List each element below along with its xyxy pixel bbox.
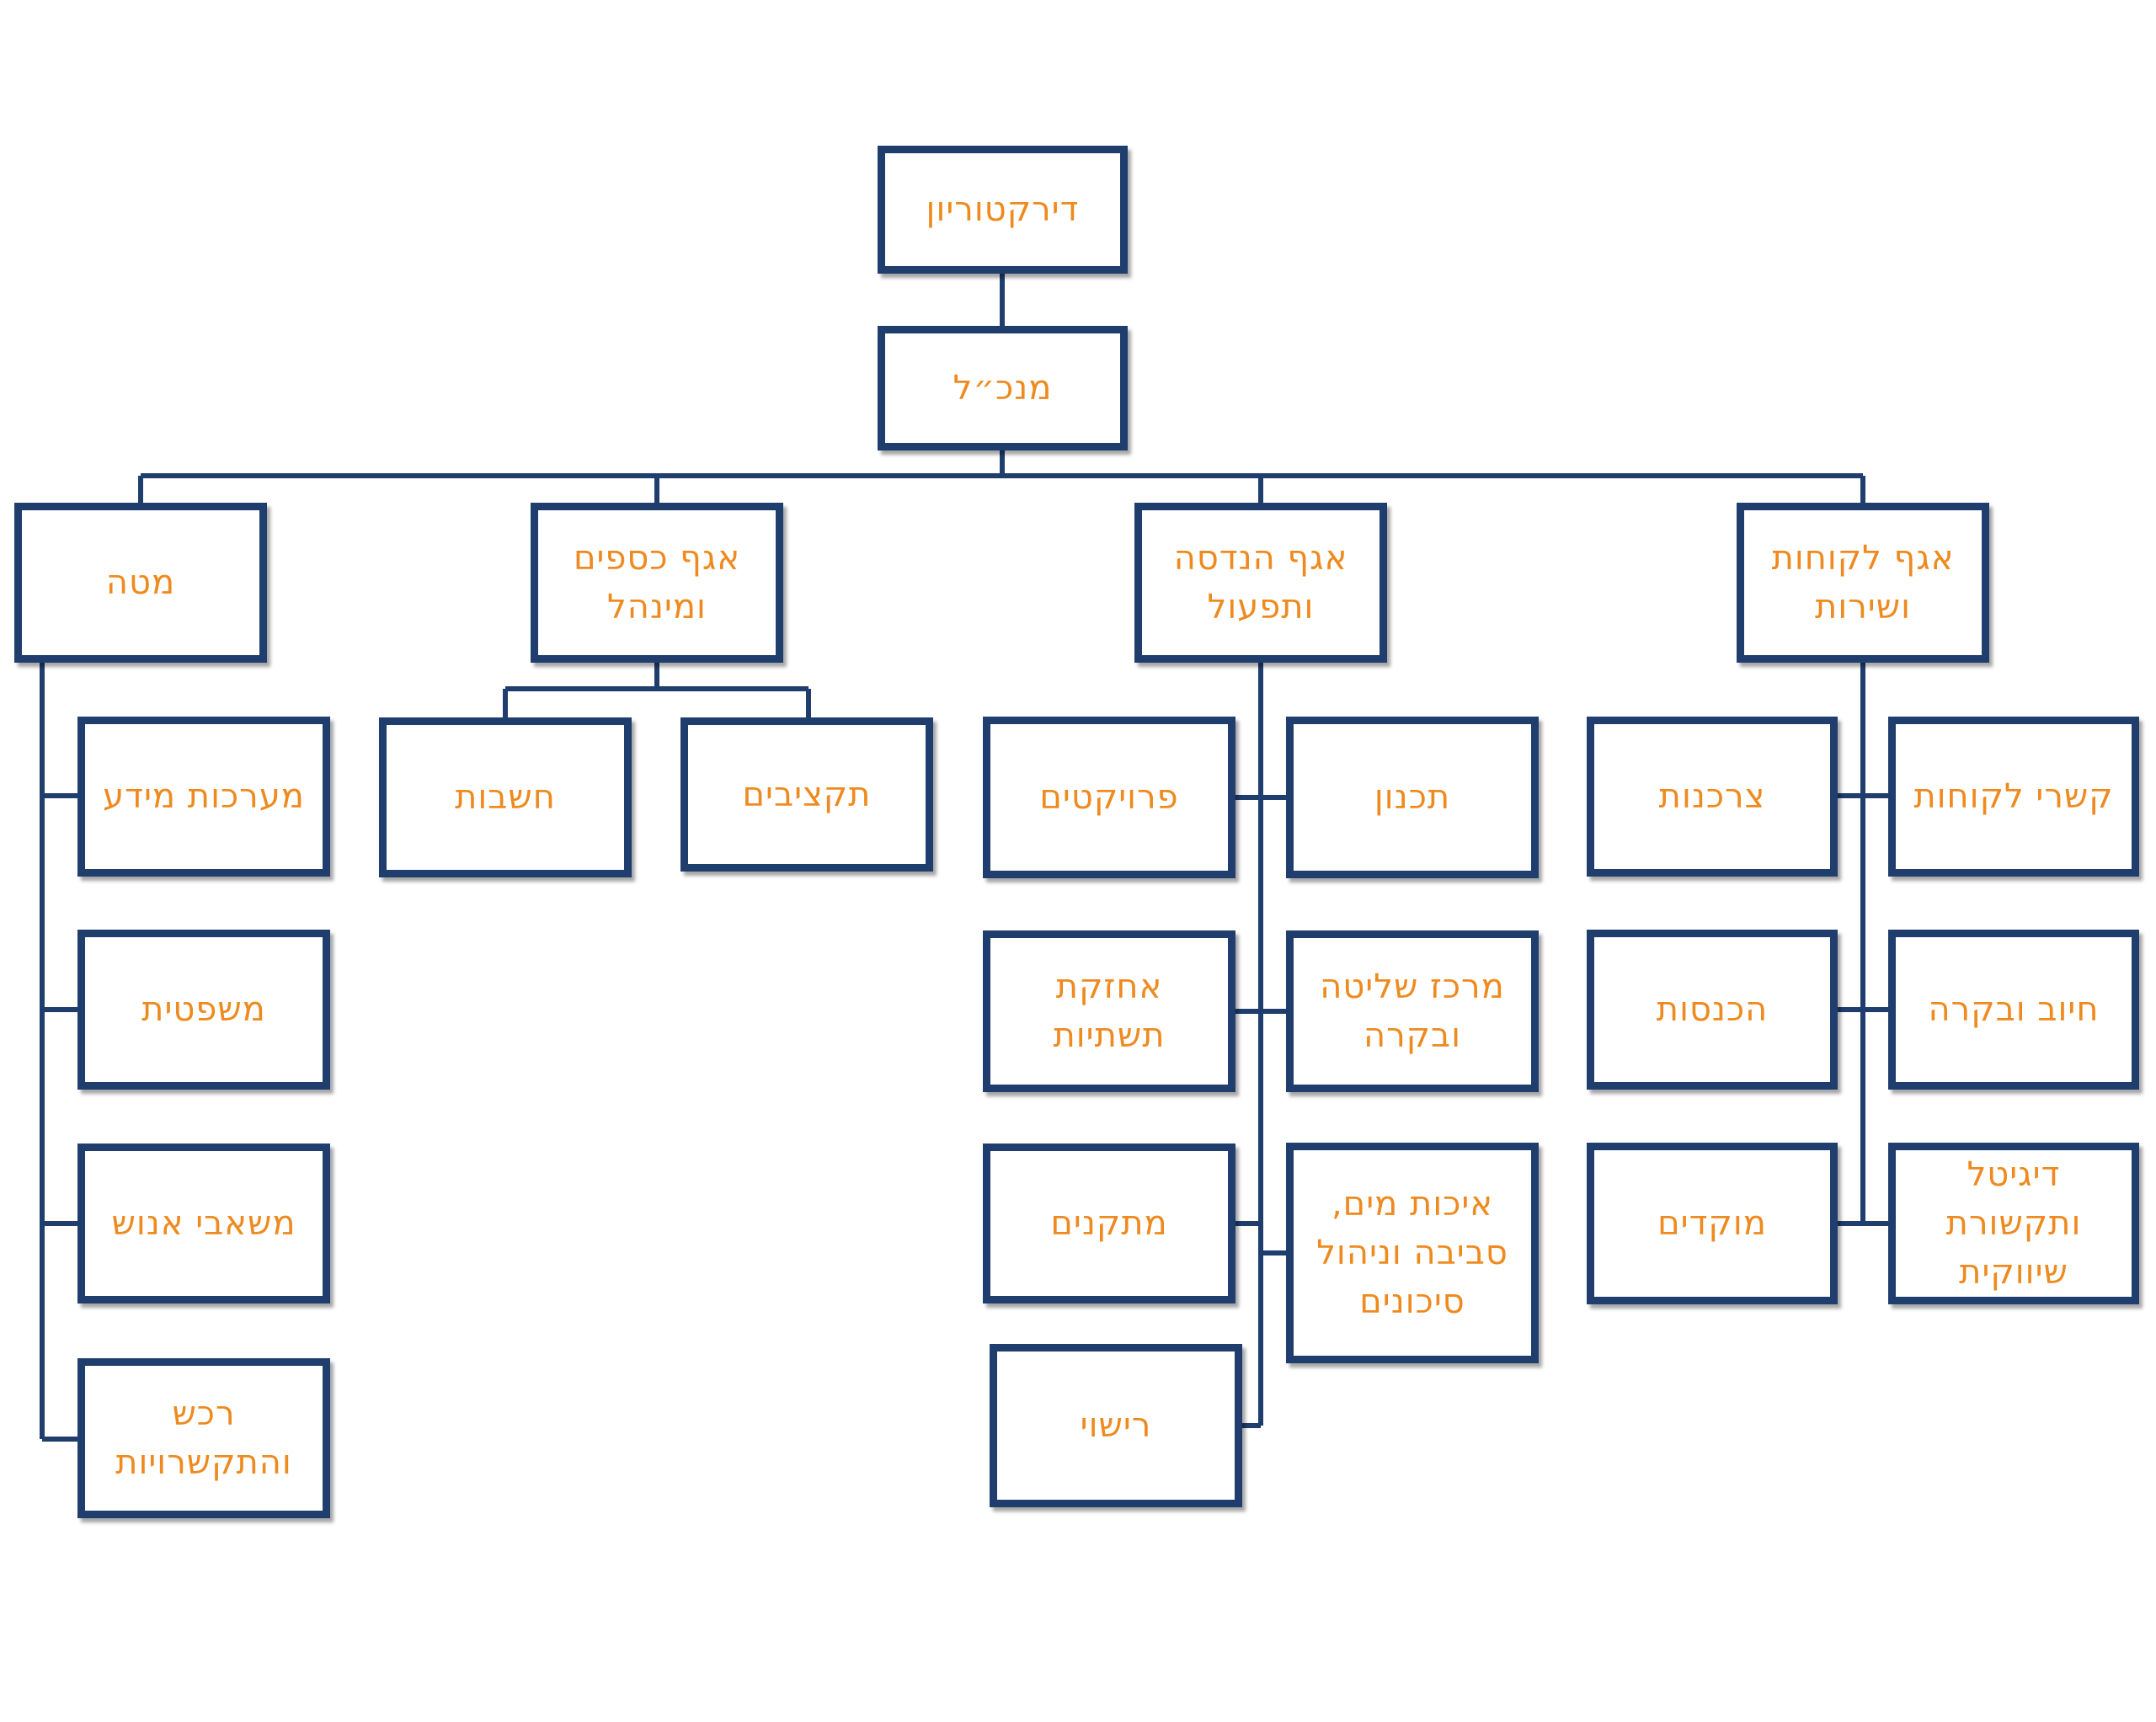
node-legal: משפטית [77, 930, 330, 1090]
node-facilities-label: מתקנים [1050, 1204, 1168, 1243]
node-licensing: רישוי [990, 1344, 1242, 1507]
node-accounting-label: חשבות [455, 778, 556, 817]
node-customers: אגף לקוחות ושירות [1737, 503, 1989, 663]
node-digital-label: דיגיטל ותקשורת שיווקית [1945, 1155, 2082, 1292]
node-staff: מטה [14, 503, 267, 663]
node-staff-label: מטה [105, 563, 176, 602]
node-maintenance-label: אחזקת תשתיות [1053, 968, 1166, 1055]
node-billing: חיוב ובקרה [1888, 930, 2139, 1090]
node-billing-label: חיוב ובקרה [1928, 990, 2100, 1029]
node-consumption: צרכנות [1587, 717, 1838, 877]
node-projects-label: פרויקטים [1039, 778, 1179, 817]
node-revenue: הכנסות [1587, 930, 1838, 1090]
node-it-label: מערכות מידע [103, 777, 305, 816]
node-projects: פרויקטים [983, 717, 1235, 878]
node-ceo-label: מנכ״ל [953, 369, 1053, 408]
node-finance-label: אגף כספים ומינהל [573, 539, 741, 626]
node-budgets-label: תקציבים [742, 775, 872, 814]
node-water-quality-label: איכות מים, סביבה וניהול סיכונים [1316, 1185, 1508, 1321]
node-accounting: חשבות [379, 717, 632, 877]
node-planning: תכנון [1286, 717, 1539, 878]
node-revenue-label: הכנסות [1656, 990, 1769, 1029]
node-hr-label: משאבי אנוש [111, 1204, 296, 1243]
node-finance: אגף כספים ומינהל [531, 503, 783, 663]
node-hr: משאבי אנוש [77, 1144, 330, 1303]
node-digital: דיגיטל ותקשורת שיווקית [1888, 1143, 2139, 1304]
node-procurement-label: רכש והתקשרויות [115, 1394, 292, 1482]
node-maintenance: אחזקת תשתיות [983, 930, 1235, 1092]
node-budgets: תקציבים [680, 717, 933, 872]
node-customer-relations: קשרי לקוחות [1888, 717, 2139, 877]
node-engineering-label: אגף הנדסה ותפעול [1173, 539, 1348, 626]
node-board: דירקטוריון [878, 146, 1128, 274]
node-control-center-label: מרכז שליטה ובקרה [1320, 968, 1505, 1055]
node-it: מערכות מידע [77, 717, 330, 877]
node-board-label: דירקטוריון [926, 190, 1080, 229]
node-water-quality: איכות מים, סביבה וניהול סיכונים [1286, 1143, 1539, 1363]
node-planning-label: תכנון [1374, 778, 1451, 817]
node-control-center: מרכז שליטה ובקרה [1286, 930, 1539, 1092]
node-customer-relations-label: קשרי לקוחות [1913, 777, 2114, 816]
node-ceo: מנכ״ל [878, 326, 1128, 450]
node-customers-label: אגף לקוחות ושירות [1771, 539, 1955, 626]
node-legal-label: משפטית [141, 990, 266, 1029]
node-call-centers-label: מוקדים [1657, 1204, 1767, 1243]
node-facilities: מתקנים [983, 1144, 1235, 1303]
node-consumption-label: צרכנות [1658, 777, 1766, 816]
node-procurement: רכש והתקשרויות [77, 1358, 330, 1518]
node-licensing-label: רישוי [1080, 1406, 1152, 1445]
node-call-centers: מוקדים [1587, 1143, 1838, 1304]
node-engineering: אגף הנדסה ותפעול [1134, 503, 1387, 663]
